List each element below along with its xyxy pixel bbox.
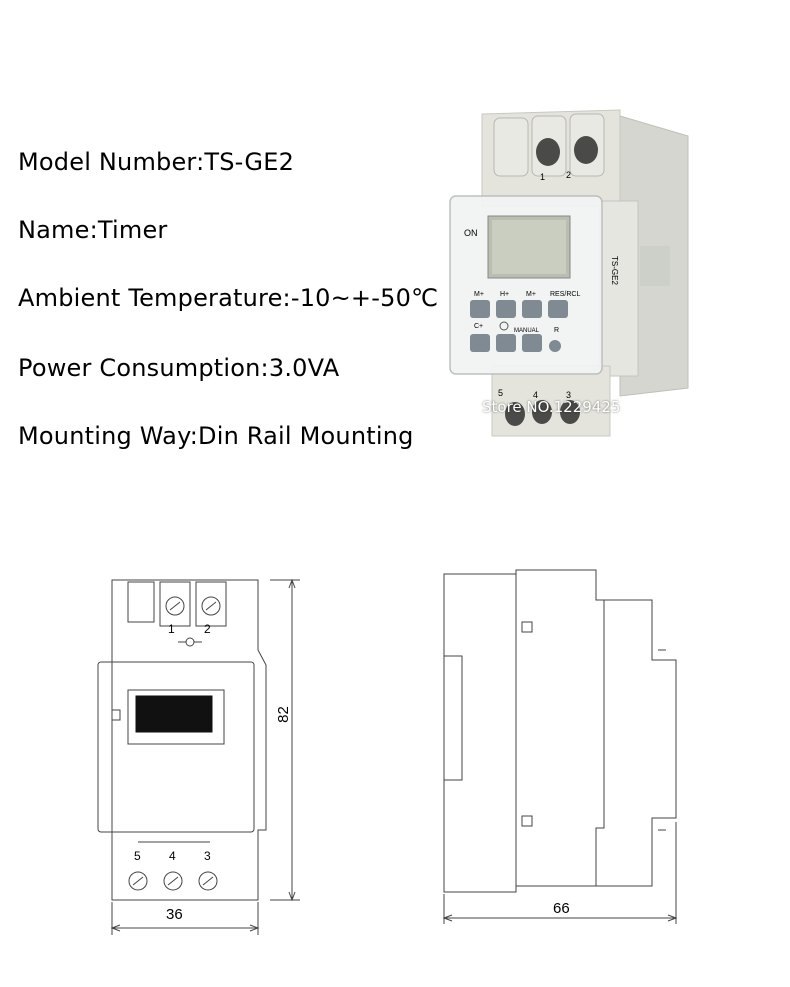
terminal-label-3: 3 bbox=[566, 390, 571, 400]
spec-model-number: Model Number:TS-GE2 bbox=[18, 148, 294, 176]
button-manual-1 bbox=[496, 334, 516, 352]
spec-label: Ambient Temperature: bbox=[18, 284, 291, 312]
spec-label: Mounting Way: bbox=[18, 422, 199, 450]
front-terminal-label-3: 3 bbox=[204, 849, 211, 863]
spec-label: Model Number: bbox=[18, 148, 205, 176]
button-label-c: C+ bbox=[474, 323, 483, 330]
terminal-label-2: 2 bbox=[566, 170, 571, 180]
button-h bbox=[496, 300, 516, 318]
front-terminal-label-1: 1 bbox=[168, 622, 175, 636]
spec-ambient-temperature: Ambient Temperature:-10~+-50℃ bbox=[18, 284, 438, 312]
spec-name: Name:Timer bbox=[18, 216, 168, 244]
spec-value: -10~+-50℃ bbox=[290, 284, 439, 312]
front-terminal-label-5: 5 bbox=[134, 849, 141, 863]
spec-value: 3.0VA bbox=[268, 354, 340, 382]
timer-product-photo: 1 2 TS-GE2 5 4 3 ON M+ H+ M+ RES/RCL C+ … bbox=[449, 109, 689, 437]
button-c bbox=[470, 334, 490, 352]
dimension-drawings: 1 2 5 4 3 bbox=[97, 569, 678, 935]
front-view-drawing: 1 2 5 4 3 bbox=[97, 578, 300, 935]
spec-value: TS-GE2 bbox=[204, 148, 295, 176]
spec-power-consumption: Power Consumption:3.0VA bbox=[18, 354, 339, 382]
reset-button bbox=[549, 340, 561, 352]
button-label-r: R bbox=[554, 327, 559, 334]
terminal-label-5: 5 bbox=[498, 388, 503, 398]
front-terminal-label-4: 4 bbox=[169, 849, 176, 863]
dimension-height-label: 82 bbox=[274, 706, 292, 723]
button-m2 bbox=[522, 300, 542, 318]
on-indicator-label: ON bbox=[464, 228, 478, 238]
clock-icon bbox=[499, 321, 509, 331]
front-terminal-label-2: 2 bbox=[204, 622, 211, 636]
button-label-h: H+ bbox=[500, 291, 509, 298]
button-res bbox=[548, 300, 568, 318]
spec-label: Name: bbox=[18, 216, 98, 244]
button-label-m1: M+ bbox=[474, 291, 484, 298]
side-view-drawing bbox=[442, 569, 678, 924]
spec-label: Power Consumption: bbox=[18, 354, 269, 382]
side-model-label: TS-GE2 bbox=[610, 256, 619, 285]
spec-value: Timer bbox=[97, 216, 168, 244]
button-label-res: RES/RCL bbox=[550, 291, 580, 298]
spec-mounting-way: Mounting Way:Din Rail Mounting bbox=[18, 422, 414, 450]
button-label-manual: MANUAL bbox=[514, 328, 540, 334]
button-m1 bbox=[470, 300, 490, 318]
terminal-label-4: 4 bbox=[533, 390, 538, 400]
button-label-m2: M+ bbox=[526, 291, 536, 298]
dimension-width-label: 36 bbox=[166, 906, 183, 923]
store-watermark: Store NO.1229425 bbox=[482, 398, 621, 416]
spec-value: Din Rail Mounting bbox=[198, 422, 414, 450]
button-manual-2 bbox=[522, 334, 542, 352]
dimension-depth-label: 66 bbox=[553, 900, 570, 917]
terminal-label-1: 1 bbox=[540, 172, 545, 182]
